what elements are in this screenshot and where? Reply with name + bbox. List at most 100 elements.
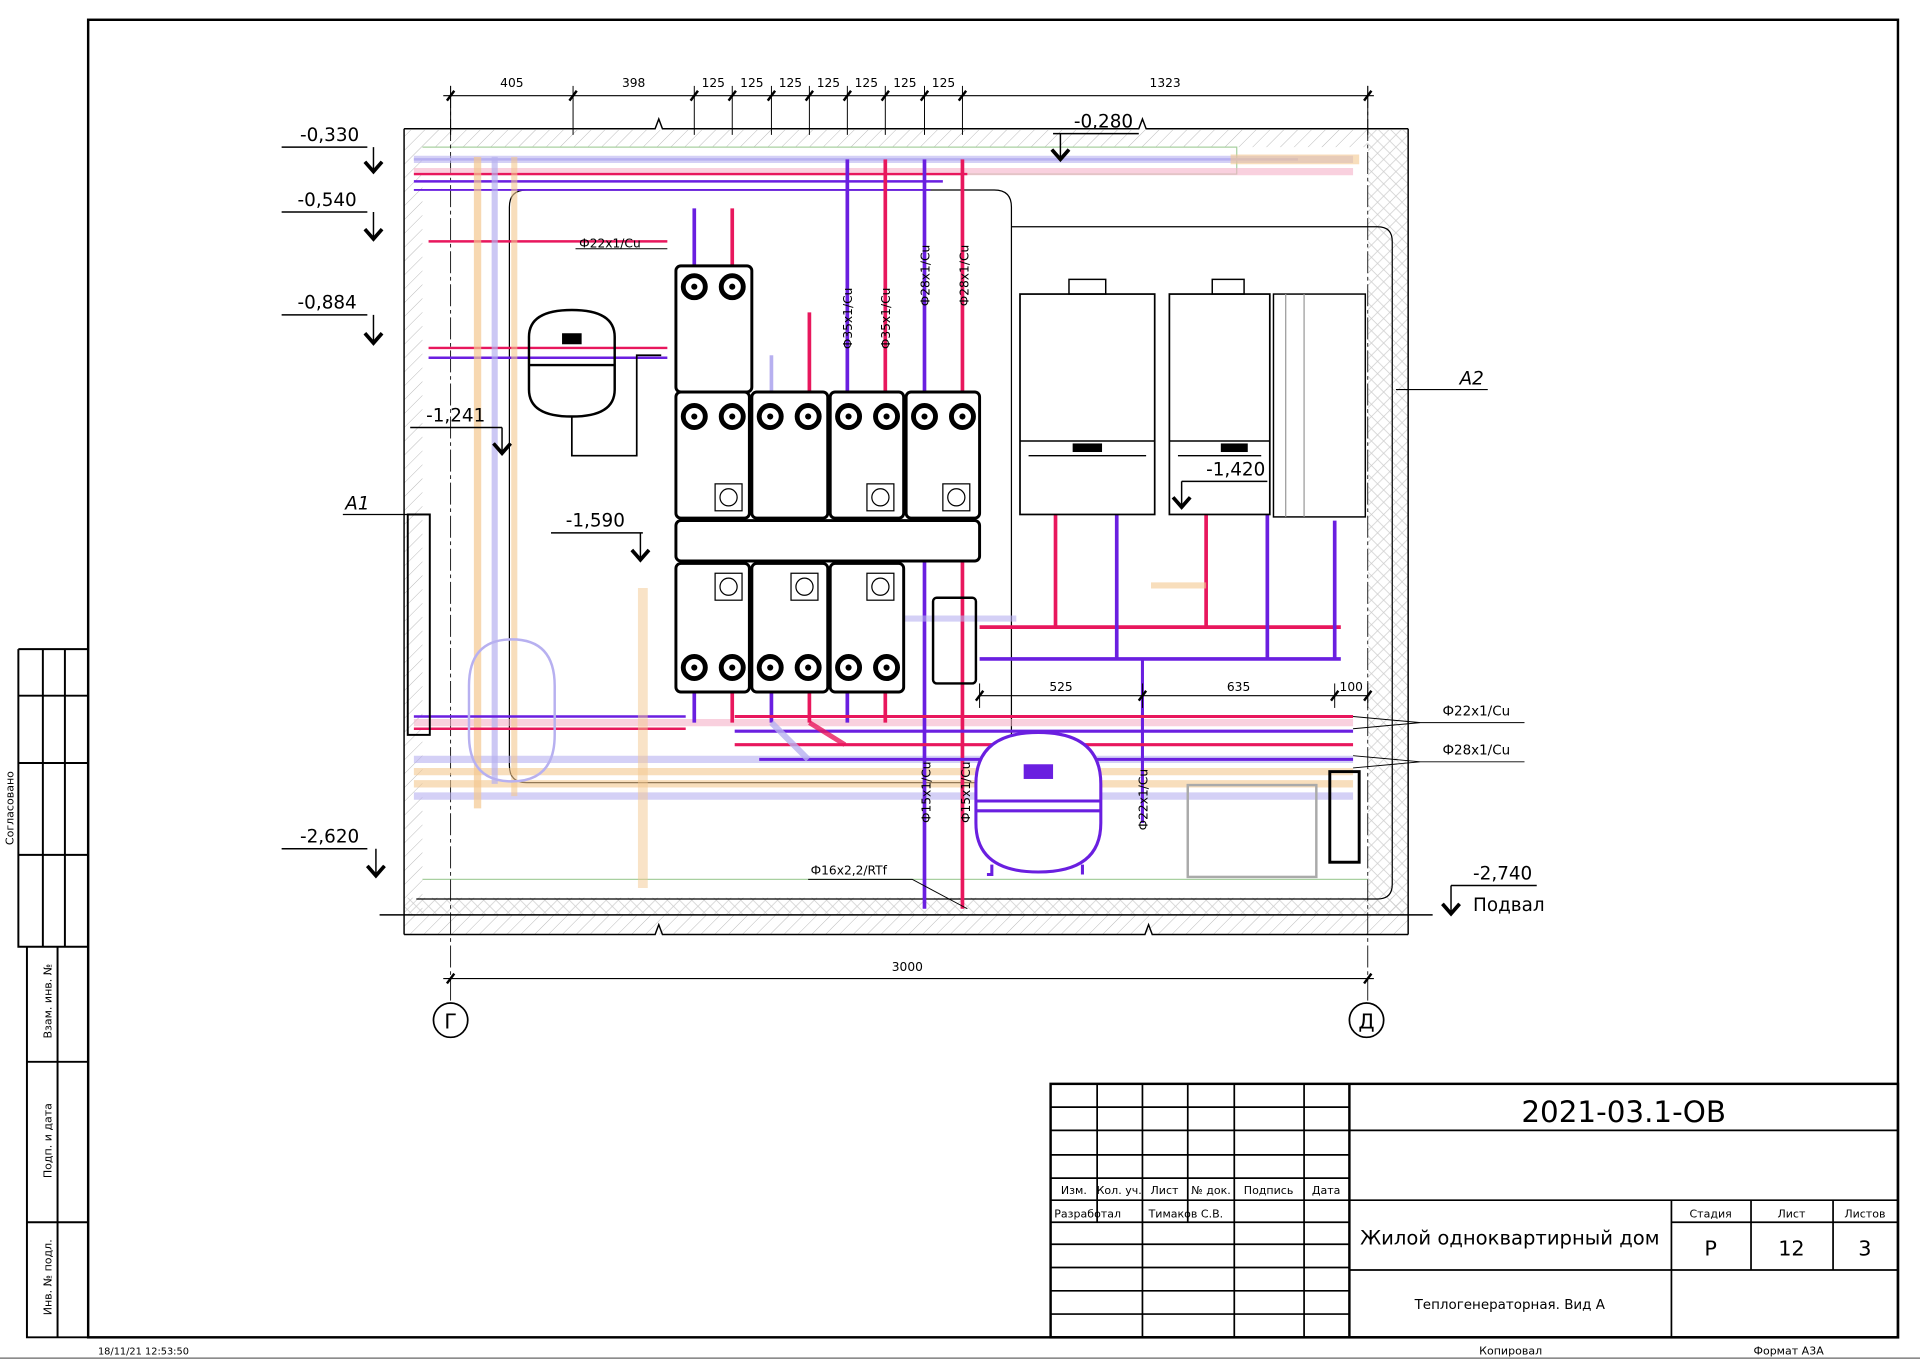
title-block-header: Лист [1151,1184,1179,1197]
elevation-marker: -0,540 [281,190,384,242]
elevation-value: -0,884 [298,293,357,314]
pipe-label: Ф16x2,2/RTf [811,863,888,877]
mixing-valve-icon [942,483,971,512]
elevation-value: -0,540 [298,190,357,211]
side-stamp: Согласовано Взам. инв. № Подп. и дата Ин… [3,648,89,1339]
elevation-value: -2,740 [1473,863,1532,884]
doc-number: 2021-03.1-ОВ [1521,1095,1726,1129]
sheet-value: 12 [1778,1236,1804,1260]
dimension-label: 125 [855,76,878,90]
elevation-value: -0,330 [300,125,359,146]
manifold-modules [674,264,982,694]
replace-inv-label: Взам. инв. № [41,964,54,1039]
title-block-header: Дата [1312,1184,1341,1197]
pipe-label: Ф28x1/Cu [918,245,932,307]
axis-marker-g: Г [432,1002,469,1039]
elevation-arrow-icon [492,442,512,457]
elevation-markers: -0,330-0,540-0,884-1,241-1,590-2,620-0,2… [281,112,1537,917]
dimension-label: 125 [702,76,725,90]
elevation-arrow-icon [365,864,386,879]
dimension-label: 125 [740,76,763,90]
developed-label: Разработал [1054,1207,1121,1220]
view-marker-a2: А2 [1395,369,1488,391]
expansion-tank-lower [974,730,1103,876]
pipe-labels: Ф22x1/Cu Ф35x1/Cu Ф35x1/Cu Ф28x1/Cu Ф28x… [575,237,1525,910]
sheet-frame [86,18,1900,1339]
elevation-marker: -2,620 [281,827,386,879]
pipe-label: Ф15x1/Cu [920,761,934,823]
title-block-header: Кол. уч. [1097,1184,1142,1197]
dimension-label: 405 [500,76,523,90]
hydraulic-separator [931,596,978,685]
stage-value: Р [1704,1236,1717,1260]
title-block: 2021-03.1-ОВ Изм. Кол. уч. Лист № док. Подпи… [1049,1082,1900,1339]
equipment [406,264,1367,879]
axis-marker-d: Д [1348,1002,1385,1039]
title-block-header: № док. [1191,1184,1230,1197]
level-name: Подвал [1473,895,1545,916]
elevation-arrow-icon [630,548,651,563]
mixing-valve-icon [714,483,743,512]
cabinet-black [1328,770,1361,864]
title-block-header: Изм. [1061,1184,1087,1197]
timestamp: 18/11/21 12:53:50 [98,1346,189,1357]
sheets-label: Листов [1844,1207,1885,1220]
distribution-manifold-bar [674,519,982,563]
dimension-label: 3000 [892,960,923,974]
cabinet-gray [1186,783,1318,879]
elevation-marker: -0,330 [281,125,384,175]
mixing-valve-icon [866,572,895,601]
title-block-header: Подпись [1244,1184,1294,1197]
inv-orig-label: Инв. № подл. [41,1239,54,1315]
boiler-tank-faint [467,638,556,783]
dimension-label: 100 [1340,680,1363,694]
stage-label: Стадия [1689,1207,1731,1220]
elevation-marker: -2,740 [1441,863,1537,917]
elevation-marker: -0,280 [1050,112,1139,163]
sheet-label: Лист [1777,1207,1805,1220]
developer-name: Тимаков С.В. [1148,1207,1224,1220]
mixing-valve-icon [866,483,895,512]
elevation-value: -1,420 [1206,459,1265,480]
copied-label: Копировал [1479,1344,1542,1357]
sign-date-label: Подп. и дата [41,1103,54,1178]
axis-label: Д [1358,1010,1374,1034]
view-marker-a1: А1 [342,494,423,516]
project-name: Жилой одноквартирный дом [1360,1226,1659,1249]
sheet-title: Теплогенераторная. Вид А [1414,1298,1606,1313]
dimension-label: 125 [779,76,802,90]
dimension-label: 1323 [1150,76,1181,90]
pipe-label: Ф22x1/Cu [1442,704,1510,719]
dimension-label: 525 [1049,680,1072,694]
boiler-panel-3 [1272,293,1367,518]
pipe [769,720,811,762]
format-label: Формат А3А [1753,1344,1824,1357]
elevation-marker: -1,590 [551,511,651,563]
pipe-label: Ф22x1/Cu [579,237,641,251]
pipe-label: Ф22x1/Cu [1136,769,1150,831]
elevation-arrow-icon [363,332,384,346]
elevation-marker: -1,420 [1171,459,1268,510]
elevation-value: -2,620 [300,827,359,848]
view-label: А2 [1459,369,1484,390]
elevation-value: -1,590 [566,511,625,532]
dimension-label: 125 [893,76,916,90]
elevation-value: -0,280 [1074,112,1133,133]
pipe-label: Ф15x1/Cu [959,761,973,823]
sheets-value: 3 [1858,1236,1871,1260]
elevation-arrow-icon [1441,902,1461,917]
mixing-valve-icon [714,572,743,601]
elevation-arrow-icon [1050,148,1071,163]
boiler-1 [1019,278,1156,516]
pipe-label: Ф35x1/Cu [879,288,893,350]
view-label: А1 [344,494,369,515]
expansion-tank-upper [527,308,662,457]
dimension-label: 125 [817,76,840,90]
pipe-label: Ф28x1/Cu [1442,743,1510,758]
pipe-label: Ф35x1/Cu [841,288,855,350]
agreed-label: Согласовано [3,771,16,845]
dimension-label: 635 [1227,680,1250,694]
dimension-label: 398 [622,76,645,90]
